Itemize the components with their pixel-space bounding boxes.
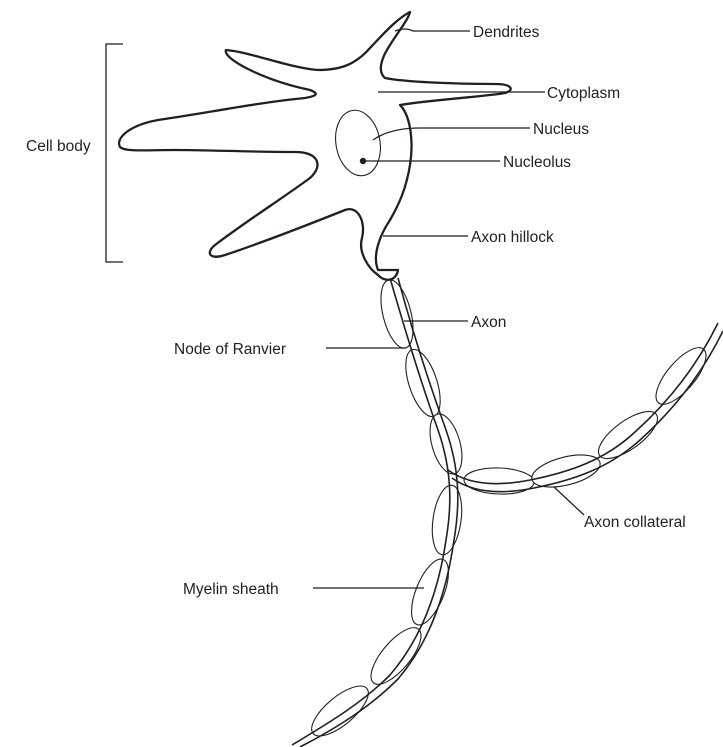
myelin-segment xyxy=(404,554,456,629)
cytoplasm-label: Cytoplasm xyxy=(547,85,620,102)
myelin-sheath-label: Myelin sheath xyxy=(183,581,279,598)
nucleus-label: Nucleus xyxy=(533,121,589,138)
cell-body-label: Cell body xyxy=(26,138,91,155)
axon-collateral-leader xyxy=(554,487,584,515)
nucleolus-label: Nucleolus xyxy=(503,154,571,171)
myelin-segment xyxy=(304,678,376,744)
main-axon-sheaths xyxy=(304,277,468,745)
myelin-segment xyxy=(428,483,465,556)
dendrites-label: Dendrites xyxy=(473,24,540,41)
myelin-segment xyxy=(648,340,714,412)
myelin-segment xyxy=(591,403,664,467)
axon-collateral-label: Axon collateral xyxy=(584,514,686,531)
myelin-segment xyxy=(375,277,419,352)
myelin-segment xyxy=(399,345,447,420)
node-of-ranvier-label: Node of Ranvier xyxy=(174,341,286,358)
axon-hillock-label: Axon hillock xyxy=(471,229,554,246)
cell-body xyxy=(119,12,511,280)
axon-label: Axon xyxy=(471,314,506,331)
myelin-segment xyxy=(424,410,468,477)
cell-body-bracket xyxy=(106,44,123,262)
dendrites-leader xyxy=(395,29,470,31)
